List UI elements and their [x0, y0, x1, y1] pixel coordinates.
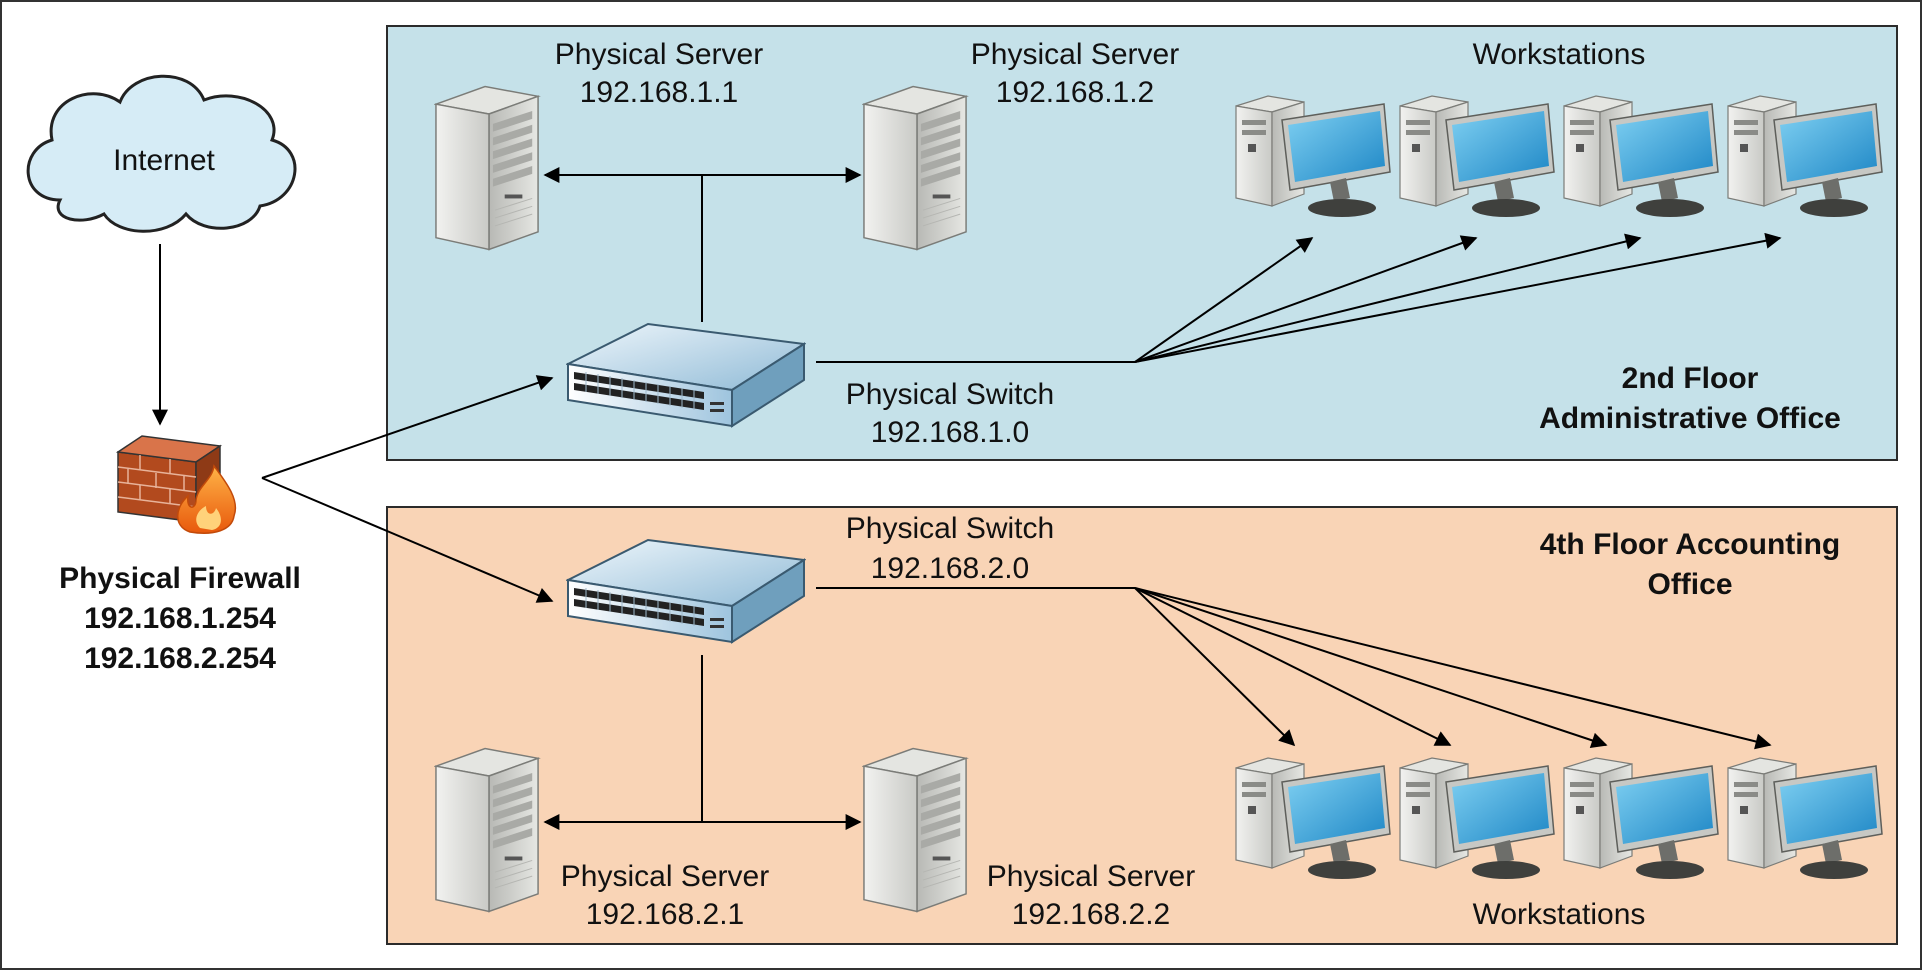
server-icon — [863, 85, 967, 251]
workstations-label: Workstations — [1472, 38, 1646, 71]
floor-4-subtitle: Office — [1647, 568, 1733, 601]
switch-label: Physical Switch — [845, 512, 1055, 545]
server-ip: 192.168.1.1 — [579, 76, 739, 109]
floor-4-title: 4th Floor Accounting — [1539, 528, 1841, 561]
connection-lines — [152, 167, 1782, 830]
server-label: Physical Server — [970, 38, 1180, 71]
firewall-icon — [115, 435, 237, 534]
internet-label: Internet — [113, 144, 215, 177]
server-icon — [435, 85, 539, 251]
server-ip: 192.168.2.2 — [1011, 898, 1171, 931]
server-label: Physical Server — [986, 860, 1196, 893]
server-icon — [863, 747, 967, 913]
switch-label: Physical Switch — [845, 378, 1055, 411]
switch-ip: 192.168.1.0 — [870, 416, 1030, 449]
floor-2-title: 2nd Floor — [1621, 362, 1759, 395]
server-icon — [435, 747, 539, 913]
cloud-icon — [26, 74, 297, 233]
firewall-ip-1: 192.168.1.254 — [84, 602, 276, 635]
floor-2-subtitle: Administrative Office — [1539, 402, 1841, 435]
workstations-label: Workstations — [1472, 898, 1646, 931]
server-ip: 192.168.2.1 — [585, 898, 745, 931]
server-ip: 192.168.1.2 — [995, 76, 1155, 109]
firewall-ip-2: 192.168.2.254 — [84, 642, 276, 675]
firewall-label: Physical Firewall — [59, 562, 301, 595]
server-label: Physical Server — [560, 860, 770, 893]
server-label: Physical Server — [554, 38, 764, 71]
switch-ip: 192.168.2.0 — [870, 552, 1030, 585]
